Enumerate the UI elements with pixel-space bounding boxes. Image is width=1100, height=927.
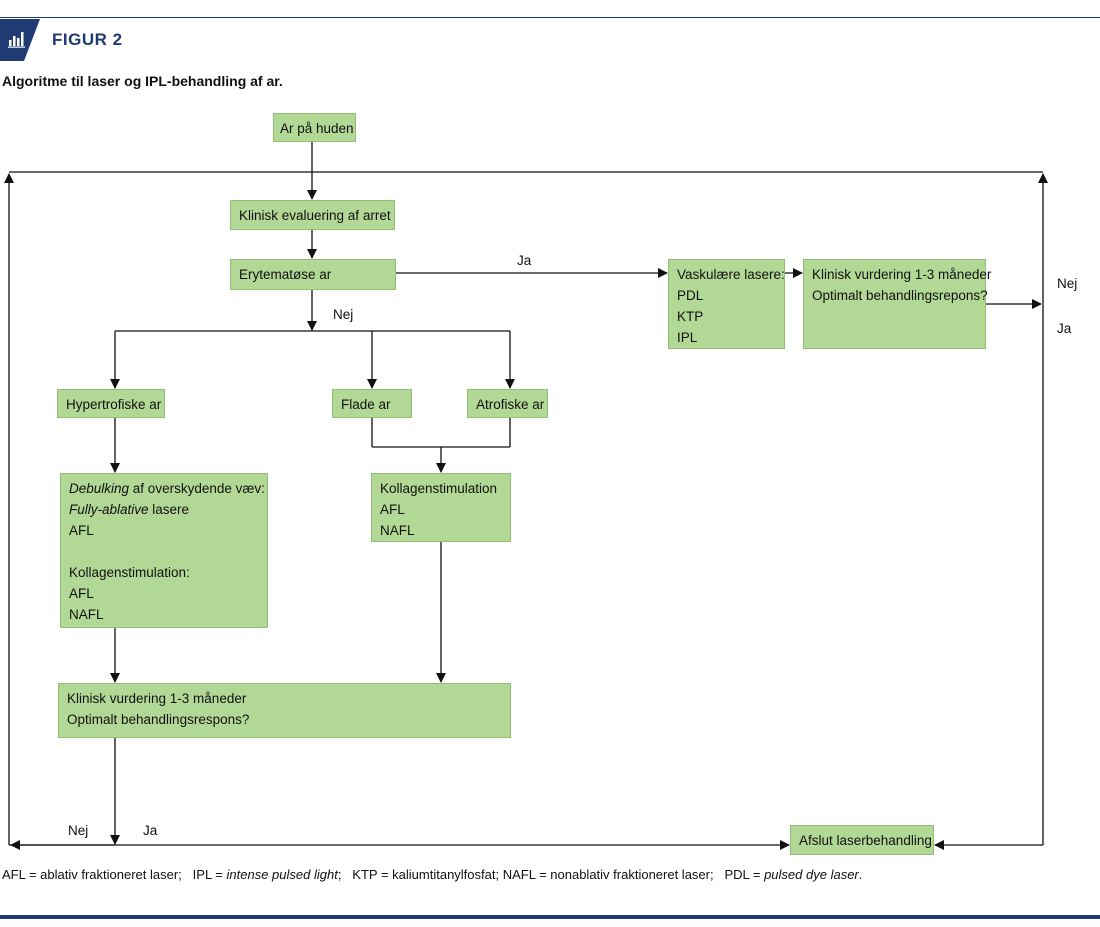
edge-label-ja-top: Ja <box>517 253 532 268</box>
node-vaskulaere-lasere: Vaskulære lasere: PDL KTP IPL <box>668 259 785 349</box>
footnote-ipl-post: ; <box>337 867 342 882</box>
fully-ablative-italic: Fully-ablative <box>69 502 149 517</box>
header-rule <box>0 17 1100 18</box>
footnote: AFL = ablativ fraktioneret laser; IPL = … <box>2 867 862 882</box>
node-hypertrofiske: Hypertrofiske ar <box>57 389 165 418</box>
debulking-rest: af overskydende væv: <box>129 481 265 496</box>
node-kollagenstimulation-mid: Kollagenstimulation AFL NAFL <box>371 473 511 542</box>
footnote-pdl-post: . <box>858 867 863 882</box>
footnote-pdl-pre: PDL = <box>724 867 765 882</box>
figure-title: FIGUR 2 <box>52 30 123 49</box>
debulking-italic: Debulking <box>69 481 130 496</box>
node-klinisk-vurdering-right: Klinisk vurdering 1-3 måneder Optimalt b… <box>803 259 991 349</box>
edge-label-ja-right: Ja <box>1057 321 1072 336</box>
footnote-nafl: NAFL = nonablativ fraktioneret laser; <box>502 867 714 882</box>
footer-rule <box>0 915 1100 919</box>
figure-caption: Algoritme til laser og IPL-behandling af… <box>2 73 283 89</box>
node-ar-paa-huden: Ar på huden <box>273 113 356 142</box>
node-flade: Flade ar <box>332 389 412 418</box>
node-atrofiske: Atrofiske ar <box>467 389 548 418</box>
edge-label-nej-mid: Nej <box>333 307 354 322</box>
footnote-ktp: KTP = kaliumtitanylfosfat; <box>352 867 500 882</box>
node-klinisk-evaluering: Klinisk evaluering af arret <box>230 200 395 230</box>
node-erytematose: Erytematøse ar <box>230 259 396 290</box>
edge-label-nej-right: Nej <box>1057 276 1078 291</box>
node-afslut: Afslut laserbehandling <box>790 825 934 855</box>
footnote-pdl-italic: pulsed dye laser <box>764 867 859 882</box>
footnote-afl: AFL = ablativ fraktioneret laser; <box>2 867 182 882</box>
footnote-ipl-pre: IPL = <box>192 867 227 882</box>
edge-label-ja-bottom: Ja <box>143 823 158 838</box>
node-debulking: Debulking af overskydende væv: Fully-abl… <box>60 473 268 628</box>
edge-label-nej-bottom: Nej <box>68 823 89 838</box>
bar-chart-icon <box>8 32 25 48</box>
lasere-text: lasere <box>148 502 190 517</box>
node-klinisk-vurdering-bottom: Klinisk vurdering 1-3 måneder Optimalt b… <box>58 683 511 738</box>
footnote-ipl-italic: intense pulsed light <box>226 867 338 882</box>
